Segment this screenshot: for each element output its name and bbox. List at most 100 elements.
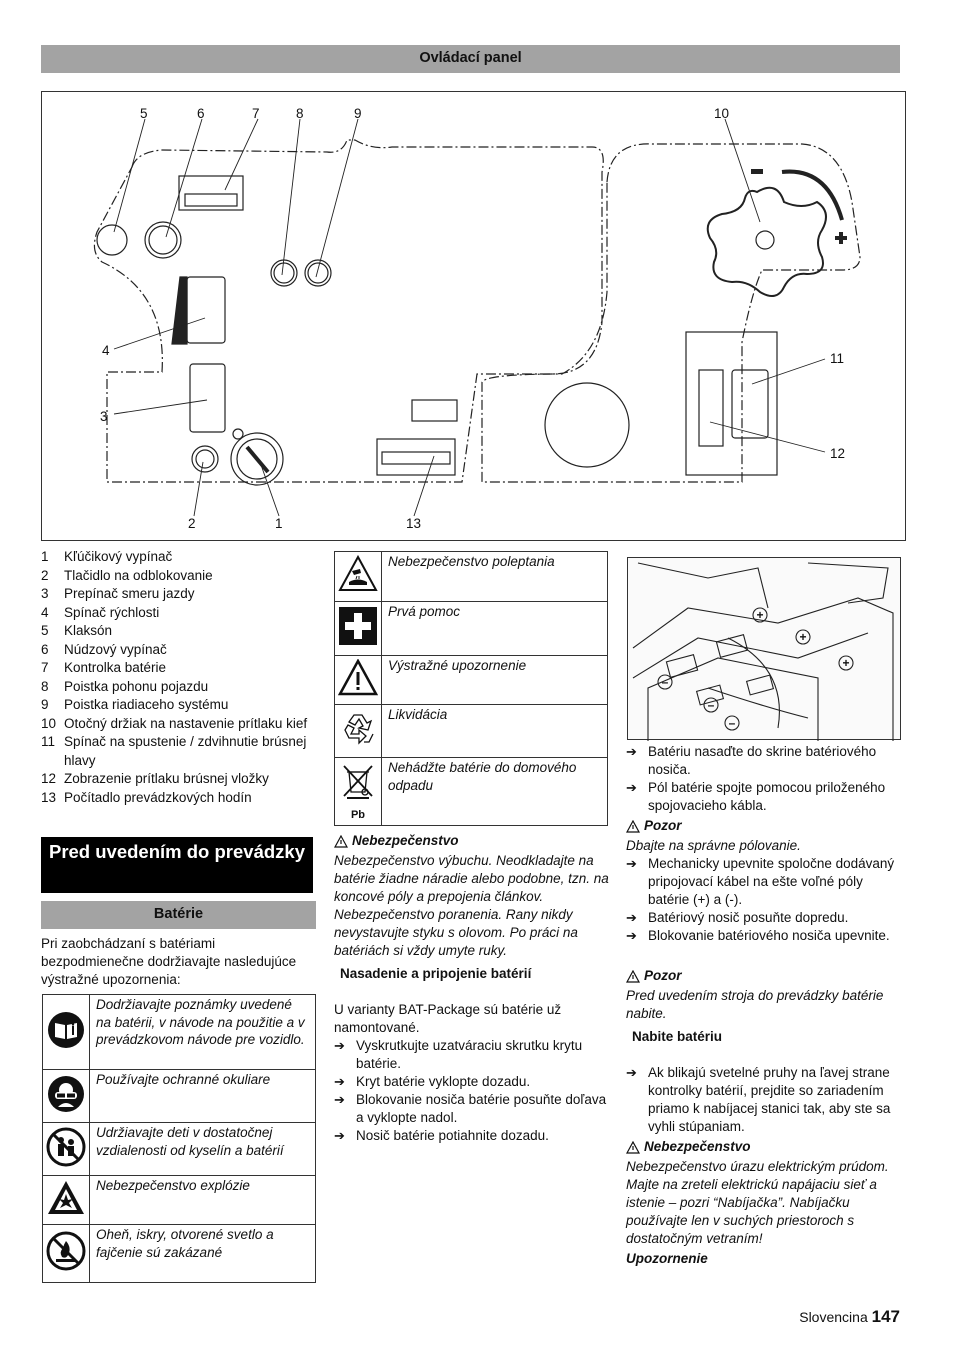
chapter-heading: Pred uvedením do prevádzky xyxy=(41,837,313,893)
legend-number: 4 xyxy=(41,604,49,620)
diagram-label-9: 9 xyxy=(354,106,362,121)
manual-icon xyxy=(42,994,90,1070)
battery-intro: Pri zaobchádzaní s batériami bezpodmiene… xyxy=(41,936,297,987)
note-title: Upozornenie xyxy=(626,1251,708,1266)
arrow-icon: ➔ xyxy=(334,1038,345,1053)
arrow-icon: ➔ xyxy=(626,1065,637,1080)
legend-text: Kontrolka batérie xyxy=(64,660,167,675)
legend-text: Prepínač smeru jazdy xyxy=(64,586,195,601)
legend-text: Klaksón xyxy=(64,623,113,638)
legend-number: 13 xyxy=(41,789,57,805)
subsection-title: Batérie xyxy=(153,906,204,922)
legend-number: 10 xyxy=(41,715,57,731)
caution-title-2: Pozor xyxy=(644,968,682,983)
danger-heading-2: Nebezpečenstvo xyxy=(626,1138,904,1156)
legend-text: Otočný držiak na nastavenie prítlaku kie… xyxy=(64,715,308,731)
legend-item: 5 Klaksón xyxy=(41,622,311,641)
symbol-row: Dodržiavajte poznámky uvedené na batérii… xyxy=(42,994,316,1070)
diagram-label-2: 2 xyxy=(188,516,196,531)
install-intro: U varianty BAT-Package sú batérie už nam… xyxy=(334,1002,562,1035)
control-panel-diagram: 5 6 7 8 9 10 4 3 2 1 13 11 12 xyxy=(41,91,906,541)
symbol-row: Prvá pomoc xyxy=(334,601,608,656)
warning-triangle-icon xyxy=(626,969,640,983)
plus-sign-3: + xyxy=(842,656,849,670)
diagram-legend: 1 Kľúčikový vypínač 2 Tlačidlo na odblokova… xyxy=(41,548,311,807)
symbol-text: Oheň, iskry, otvorené svetlo a fajčenie … xyxy=(89,1224,316,1283)
legend-text: Zobrazenie prítlaku brúsnej vložky xyxy=(64,771,269,786)
footer-language: Slovencina xyxy=(799,1309,868,1325)
symbol-row: Používajte ochranné okuliare xyxy=(42,1069,316,1123)
diagram-label-10: 10 xyxy=(714,106,730,121)
legend-number: 6 xyxy=(41,641,49,657)
symbol-text: Udržiavajte deti v dostatočnej vzdialeno… xyxy=(89,1122,316,1176)
page-number: 147 xyxy=(871,1307,900,1326)
battery-compartment-illustration: + + + – – – xyxy=(627,557,901,741)
caution-heading-2: Pozor xyxy=(626,967,904,985)
step-item: ➔ Blokovanie batériového nosiča upevnite. xyxy=(626,927,904,945)
diagram-label-7: 7 xyxy=(252,106,260,121)
step-text: Batériový nosič posuňte dopredu. xyxy=(648,910,849,925)
legend-text: Poistka riadiaceho systému xyxy=(64,697,229,712)
step-item: ➔ Batériu nasaďte do skrine batériového n… xyxy=(626,743,904,779)
children-icon xyxy=(42,1122,90,1176)
recycle-icon xyxy=(334,704,382,758)
step-item: ➔Kryt batérie vyklopte dozadu. xyxy=(334,1073,610,1091)
warning-triangle-icon xyxy=(334,834,348,848)
step-text: Mechanicky upevnite spoločne dodávaný pr… xyxy=(648,856,895,907)
symbol-text: Výstražné upozornenie xyxy=(381,655,608,705)
danger-title-2: Nebezpečenstvo xyxy=(644,1139,751,1154)
plus-sign-1: + xyxy=(756,608,763,622)
right-column: ➔ Batériu nasaďte do skrine batériového n… xyxy=(626,743,904,1268)
explosion-icon xyxy=(42,1175,90,1225)
minus-sign-2: – xyxy=(708,698,715,712)
legend-number: 8 xyxy=(41,678,49,694)
fasten-steps: ➔ Mechanicky upevnite spoločne dodávaný p… xyxy=(626,855,904,945)
legend-number: 2 xyxy=(41,567,49,583)
step-text: Ak blikajú svetelné pruhy na ľavej stran… xyxy=(648,1065,891,1134)
section-title-bar: Ovládací panel xyxy=(41,45,900,73)
step-item: ➔ Blokovanie nosiča batérie posuňte doľav… xyxy=(334,1091,610,1127)
step-text: Pól batérie spojte pomocou priloženého s… xyxy=(648,780,886,813)
symbol-text: Likvidácia xyxy=(381,704,608,758)
install-heading: Nasadenie a pripojenie batérií xyxy=(340,966,532,981)
legend-item: 11 Spínač na spustenie / zdvihnutie brúsn… xyxy=(41,733,311,770)
charge-steps: ➔ Ak blikajú svetelné pruhy na ľavej stra… xyxy=(626,1064,904,1136)
symbol-row: Nebezpečenstvo poleptania xyxy=(334,551,608,602)
step-text: Batériu nasaďte do skrine batériového no… xyxy=(648,744,877,777)
caution-title-1: Pozor xyxy=(644,818,682,833)
arrow-icon: ➔ xyxy=(626,744,637,759)
danger-heading: Nebezpečenstvo xyxy=(334,832,610,850)
arrow-icon: ➔ xyxy=(626,928,637,943)
pb-badge: Pb xyxy=(350,809,366,822)
arrow-icon: ➔ xyxy=(334,1128,345,1143)
step-item: ➔ Ak blikajú svetelné pruhy na ľavej stra… xyxy=(626,1064,904,1136)
step-text: Nosič batérie potiahnite dozadu. xyxy=(356,1128,549,1143)
diagram-label-8: 8 xyxy=(296,106,304,121)
caution-text-1: Dbajte na správne pólovanie. xyxy=(626,838,801,853)
legend-text: Tlačidlo na odblokovanie xyxy=(64,567,213,583)
diagram-label-3: 3 xyxy=(100,409,108,424)
symbol-text: Prvá pomoc xyxy=(381,601,608,656)
arrow-icon: ➔ xyxy=(334,1092,345,1107)
step-item: ➔Batériový nosič posuňte dopredu. xyxy=(626,909,904,927)
install-steps: ➔Vyskrutkujte uzatváraciu skrutku krytu … xyxy=(334,1037,610,1145)
step-text: Blokovanie nosiča batérie posuňte doľava… xyxy=(356,1092,607,1125)
legend-text: Spínač na spustenie / zdvihnutie brúsnej… xyxy=(64,734,307,768)
legend-number: 11 xyxy=(41,734,56,749)
caution-text-2: Pred uvedením stroja do prevádzky batéri… xyxy=(626,988,884,1021)
symbol-row: Oheň, iskry, otvorené svetlo a fajčenie … xyxy=(42,1224,316,1283)
warning-triangle-icon xyxy=(626,819,640,833)
acid-burn-icon xyxy=(334,551,382,602)
step-text: Blokovanie batériového nosiča upevnite. xyxy=(648,928,890,943)
legend-number: 5 xyxy=(41,623,49,638)
legend-item: 10 Otočný držiak na nastavenie prítlaku k… xyxy=(41,715,311,734)
legend-text: Kľúčikový vypínač xyxy=(64,549,173,564)
control-panel-drawing xyxy=(93,118,861,517)
minus-sign-1: – xyxy=(662,675,669,689)
legend-number: 1 xyxy=(41,549,49,564)
